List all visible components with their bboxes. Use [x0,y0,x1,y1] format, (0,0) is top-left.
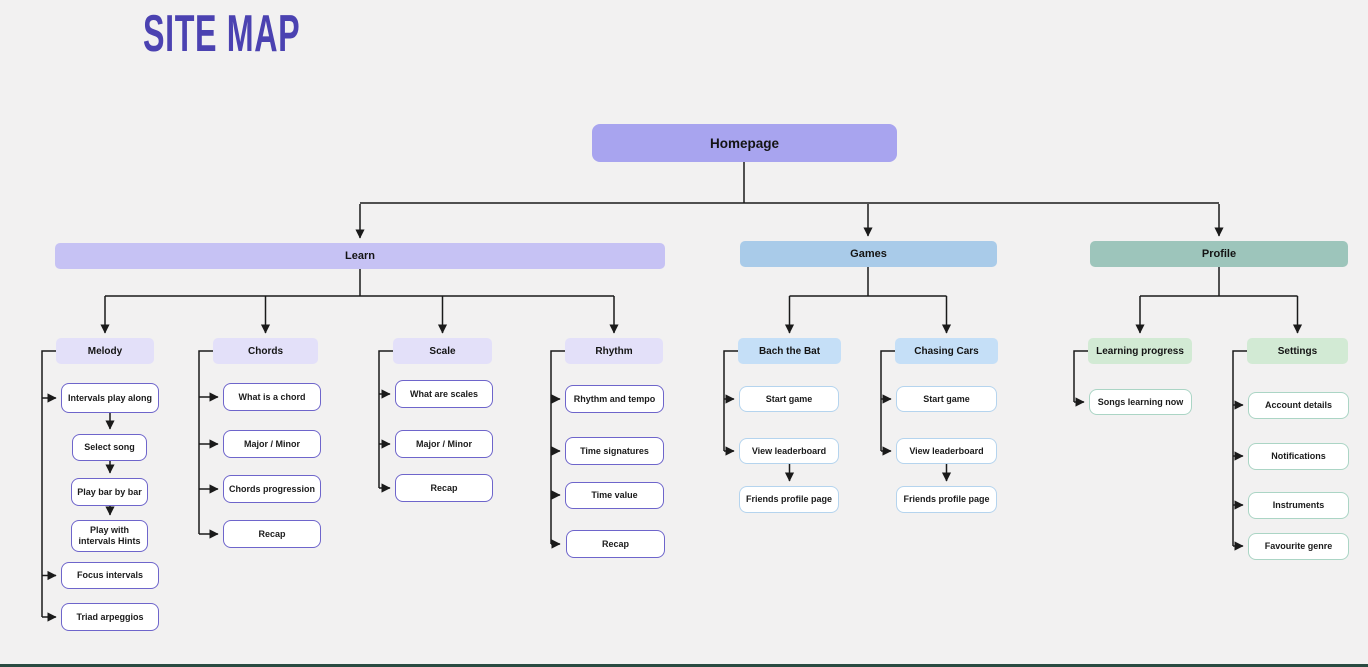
node-learn[interactable]: Learn [55,243,665,269]
node-play-with-intervals-hints[interactable]: Play with intervals Hints [71,520,148,552]
node-scale[interactable]: Scale [393,338,492,364]
page-title: SITE MAP [143,5,301,63]
footer-bar [0,664,1368,667]
node-rhythm-and-tempo[interactable]: Rhythm and tempo [565,385,664,413]
node-notifications[interactable]: Notifications [1248,443,1349,470]
node-songs-learning-now[interactable]: Songs learning now [1089,389,1192,415]
node-view-leaderboard-chasing[interactable]: View leaderboard [896,438,997,464]
node-chords[interactable]: Chords [213,338,318,364]
node-triad-arpeggios[interactable]: Triad arpeggios [61,603,159,631]
node-major-minor-scale[interactable]: Major / Minor [395,430,493,458]
node-chords-progression[interactable]: Chords progression [223,475,321,503]
node-play-bar-by-bar[interactable]: Play bar by bar [71,478,148,506]
node-learning-progress[interactable]: Learning progress [1088,338,1192,364]
node-friends-profile-page-bach[interactable]: Friends profile page [739,486,839,513]
node-chasing-cars[interactable]: Chasing Cars [895,338,998,364]
node-time-value[interactable]: Time value [565,482,664,509]
node-account-details[interactable]: Account details [1248,392,1349,419]
node-major-minor-chords[interactable]: Major / Minor [223,430,321,458]
node-start-game-chasing[interactable]: Start game [896,386,997,412]
node-games[interactable]: Games [740,241,997,267]
node-select-song[interactable]: Select song [72,434,147,461]
node-friends-profile-page-chasing[interactable]: Friends profile page [896,486,997,513]
node-what-is-a-chord[interactable]: What is a chord [223,383,321,411]
node-time-signatures[interactable]: Time signatures [565,437,664,465]
node-intervals-play-along[interactable]: Intervals play along [61,383,159,413]
node-recap-scale[interactable]: Recap [395,474,493,502]
node-homepage[interactable]: Homepage [592,124,897,162]
node-what-are-scales[interactable]: What are scales [395,380,493,408]
node-recap-chords[interactable]: Recap [223,520,321,548]
node-rhythm[interactable]: Rhythm [565,338,663,364]
node-settings[interactable]: Settings [1247,338,1348,364]
node-view-leaderboard-bach[interactable]: View leaderboard [739,438,839,464]
node-favourite-genre[interactable]: Favourite genre [1248,533,1349,560]
node-start-game-bach[interactable]: Start game [739,386,839,412]
node-melody[interactable]: Melody [56,338,154,364]
node-profile[interactable]: Profile [1090,241,1348,267]
node-bach-the-bat[interactable]: Bach the Bat [738,338,841,364]
node-focus-intervals[interactable]: Focus intervals [61,562,159,589]
node-recap-rhythm[interactable]: Recap [566,530,665,558]
node-instruments[interactable]: Instruments [1248,492,1349,519]
